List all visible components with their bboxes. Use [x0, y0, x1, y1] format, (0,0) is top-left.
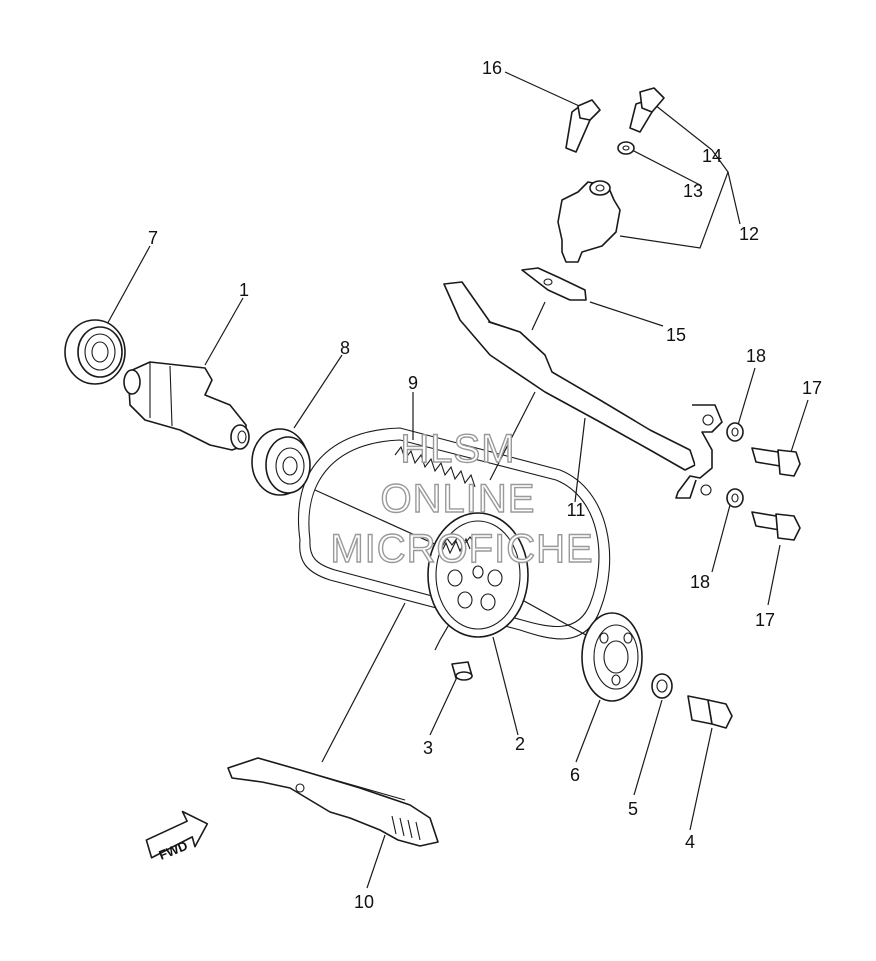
chain-guide-11 — [443, 281, 723, 499]
callout-16: 16 — [482, 58, 502, 78]
dowel-pin-3 — [451, 661, 473, 681]
callout-15: 15 — [666, 325, 686, 345]
watermark: HLSM ONLINE MICROFICHE — [330, 426, 594, 571]
bolt-17-lower — [751, 511, 801, 541]
callout-5: 5 — [628, 799, 638, 819]
camshaft-1 — [123, 361, 250, 451]
bearing-8 — [251, 428, 311, 496]
callout-14: 14 — [702, 146, 722, 166]
bolt-4 — [687, 695, 733, 729]
watermark-line-1: HLSM — [400, 427, 515, 471]
callout-13: 13 — [683, 181, 703, 201]
washer-18-upper — [726, 422, 744, 442]
timing-chain — [298, 427, 611, 640]
callout-1: 1 — [239, 280, 249, 300]
tensioner-12 — [557, 180, 621, 263]
callout-17-lower: 17 — [755, 610, 775, 630]
washer-13 — [617, 141, 635, 155]
bolt-17-upper — [751, 447, 801, 477]
callout-2: 2 — [515, 734, 525, 754]
callout-11: 11 — [567, 500, 586, 520]
callout-9: 9 — [408, 373, 418, 393]
washer-5 — [651, 673, 673, 699]
callout-18-lower: 18 — [690, 572, 710, 592]
fwd-arrow-icon: FWD — [145, 810, 209, 863]
bolt-14 — [629, 87, 665, 133]
callout-7: 7 — [148, 228, 158, 248]
callout-18-upper: 18 — [746, 346, 766, 366]
gasket-15 — [521, 267, 587, 301]
callout-4: 4 — [685, 832, 695, 852]
leader-lines — [104, 71, 809, 889]
callout-8: 8 — [340, 338, 350, 358]
callout-6: 6 — [570, 765, 580, 785]
callout-12: 12 — [739, 224, 759, 244]
spring-9 — [394, 445, 476, 556]
washer-18-lower — [726, 488, 744, 508]
plate-6 — [581, 612, 643, 702]
watermark-line-3: MICROFICHE — [330, 527, 593, 571]
cam-sprocket-2 — [427, 512, 529, 638]
bolt-16 — [565, 99, 601, 153]
watermark-line-2: ONLINE — [381, 477, 536, 521]
bearing-7 — [64, 319, 126, 385]
callout-3: 3 — [423, 738, 433, 758]
chain-guide-10 — [227, 757, 439, 847]
callout-10: 10 — [354, 892, 374, 912]
callout-labels: 16 14 13 12 15 7 1 8 9 18 17 11 18 17 3 … — [148, 58, 822, 912]
callout-17-upper: 17 — [802, 378, 822, 398]
